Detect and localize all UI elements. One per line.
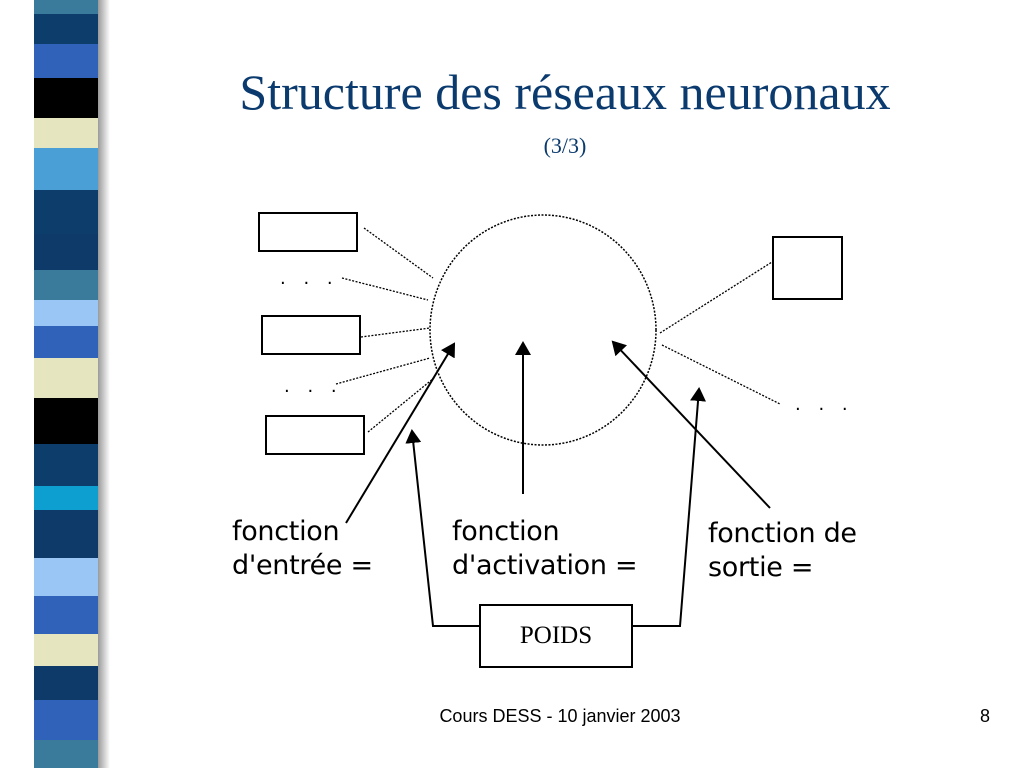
label-fonction-activation: fonction d'activation =	[452, 515, 638, 583]
input-line-4	[335, 357, 431, 385]
stripe-segment	[34, 190, 98, 234]
label-entree-line2: d'entrée =	[232, 550, 373, 581]
poids-connector-left	[405, 429, 479, 627]
stripe-segment	[34, 398, 98, 444]
stripe-band	[34, 0, 98, 768]
input-line-2	[341, 277, 429, 301]
input-ellipsis: . . .	[284, 376, 343, 397]
stripe-segment	[34, 634, 98, 666]
label-activation-line2: d'activation =	[452, 550, 638, 581]
stripe-segment	[34, 300, 98, 326]
slide-title: Structure des réseaux neuronaux	[239, 64, 891, 120]
stripe-segment	[34, 0, 98, 14]
stripe-segment	[34, 148, 98, 190]
arrow-sortie	[611, 340, 771, 509]
output-line-2	[661, 344, 781, 405]
stripe-segment	[34, 118, 98, 148]
decorative-stripe-bar	[0, 0, 112, 768]
stripe-segment	[34, 78, 98, 118]
input-box	[261, 315, 361, 355]
stripe-segment	[34, 358, 98, 398]
poids-label: POIDS	[519, 622, 593, 649]
label-sortie-line2: sortie =	[708, 552, 814, 583]
stripe-segment	[34, 326, 98, 358]
page-number: 8	[979, 706, 990, 726]
label-fonction-sortie: fonction de sortie =	[708, 517, 857, 585]
stripe-segment	[34, 510, 98, 558]
stripe-segment	[34, 740, 98, 768]
arrow-entree	[345, 342, 456, 524]
input-ellipsis: . . .	[280, 268, 339, 289]
stripe-segment	[34, 596, 98, 634]
input-box	[258, 212, 358, 252]
poids-box	[479, 604, 633, 668]
input-box	[265, 415, 365, 455]
slide-subtitle: (3/3)	[543, 133, 587, 158]
output-box	[772, 236, 843, 300]
stripe-segment	[34, 14, 98, 44]
poids-connector-right	[633, 387, 707, 627]
stripe-segment	[34, 270, 98, 300]
stripe-segment	[34, 444, 98, 486]
footer-text: Cours DESS - 10 janvier 2003	[439, 706, 681, 726]
stripe-segment	[34, 486, 98, 510]
stripe-segment	[34, 44, 98, 78]
output-ellipsis: . . .	[795, 394, 854, 415]
input-line-5	[367, 377, 435, 433]
label-sortie-line1: fonction de	[708, 518, 857, 549]
stripe-shadow	[98, 0, 110, 768]
stripe-segment	[34, 234, 98, 270]
input-line-1	[363, 227, 434, 279]
label-entree-line1: fonction	[232, 516, 340, 547]
stripe-segment	[34, 700, 98, 740]
output-line-1	[659, 261, 773, 334]
stripe-segment	[34, 666, 98, 700]
stripe-segment	[34, 558, 98, 596]
label-fonction-entree: fonction d'entrée =	[232, 515, 373, 583]
neuron-circle	[429, 214, 657, 446]
label-activation-line1: fonction	[452, 516, 560, 547]
input-line-3	[360, 327, 431, 338]
